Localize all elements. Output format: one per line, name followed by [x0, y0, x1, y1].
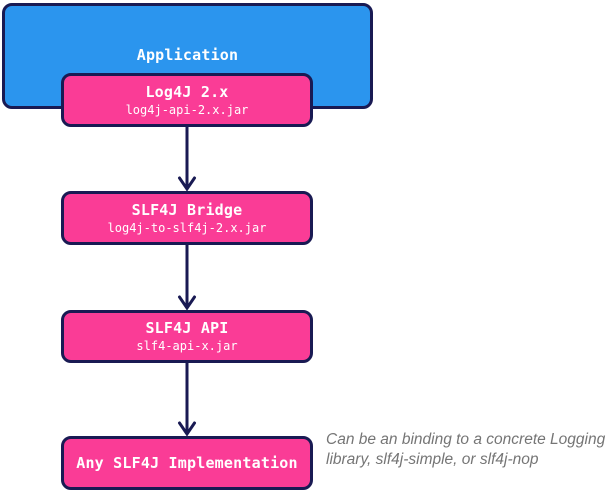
node-slf4j-bridge-jar: log4j-to-slf4j-2.x.jar: [107, 220, 267, 235]
node-slf4j-implementation-title: Any SLF4J Implementation: [76, 454, 298, 472]
arrow-bridge-to-api: [178, 245, 196, 311]
node-log4j-2x-jar: log4j-api-2.x.jar: [125, 102, 249, 117]
arrow-api-to-implementation: [178, 363, 196, 437]
node-slf4j-bridge: SLF4J Bridge log4j-to-slf4j-2.x.jar: [61, 191, 313, 245]
node-log4j-2x: Log4J 2.x log4j-api-2.x.jar: [61, 73, 313, 127]
node-slf4j-bridge-title: SLF4J Bridge: [131, 200, 243, 219]
node-slf4j-api: SLF4J API slf4-api-x.jar: [61, 310, 313, 363]
node-slf4j-api-title: SLF4J API: [145, 319, 229, 337]
node-log4j-2x-title: Log4J 2.x: [145, 82, 229, 101]
node-slf4j-implementation: Any SLF4J Implementation: [61, 436, 313, 490]
arrow-log4j-to-bridge: [178, 127, 196, 192]
implementation-note: Can be an binding to a concrete Logging …: [326, 431, 606, 468]
application-label: Application: [136, 46, 239, 64]
node-slf4j-api-jar: slf4-api-x.jar: [136, 339, 238, 353]
